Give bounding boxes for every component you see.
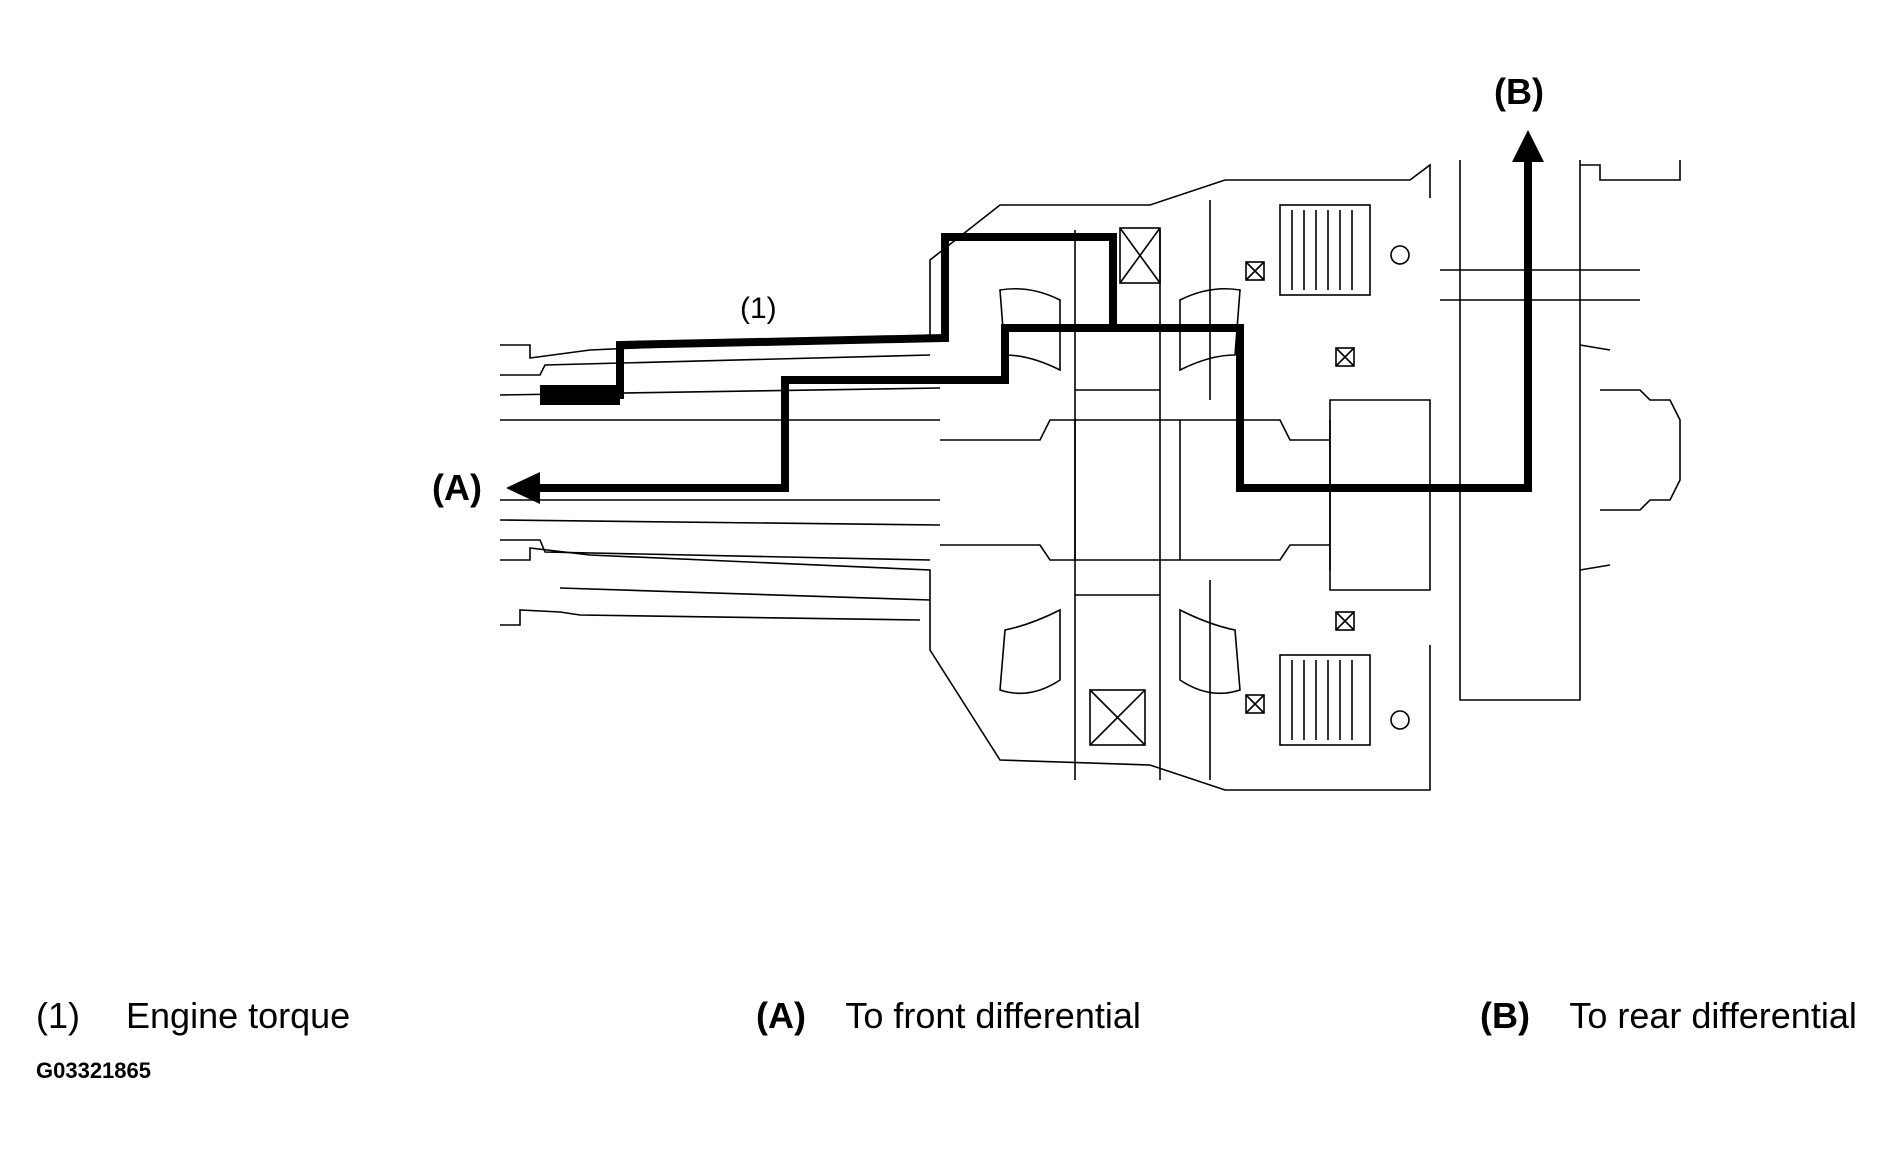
legend-key-a: (A) xyxy=(756,995,806,1036)
front-output-marker-label: (A) xyxy=(432,467,482,508)
legend-text-rear-differential: To rear differential xyxy=(1569,995,1857,1036)
rear-output-housing xyxy=(1459,160,1681,701)
arrow-up-icon xyxy=(1512,130,1544,162)
housing-outline xyxy=(499,163,1431,791)
legend-front-differential: (A) To front differential xyxy=(756,995,1141,1037)
clutch-pack xyxy=(1209,200,1640,780)
legend-key-b: (B) xyxy=(1480,995,1530,1036)
arrow-left-icon xyxy=(506,472,540,504)
engine-torque-marker-label: (1) xyxy=(740,292,777,325)
legend-text-front-differential: To front differential xyxy=(845,995,1141,1036)
input-shaft xyxy=(500,399,1431,591)
torque-flow-paths xyxy=(536,160,1532,492)
legend-rear-differential: (B) To rear differential xyxy=(1480,995,1857,1037)
figure-code: G03321865 xyxy=(36,1058,151,1083)
center-differential xyxy=(999,227,1241,780)
input-flow-bar xyxy=(540,385,620,405)
legend-text-engine-torque: Engine torque xyxy=(126,995,351,1036)
legend-engine-torque: (1) Engine torque xyxy=(36,995,350,1037)
legend-key-1: (1) xyxy=(36,995,80,1036)
rear-output-marker-label: (B) xyxy=(1494,71,1544,112)
